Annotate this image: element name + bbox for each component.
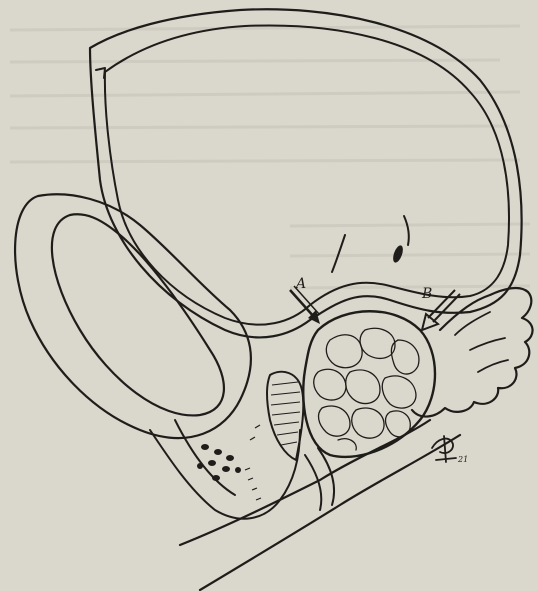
- arrow-b-label: B: [421, 286, 432, 302]
- gland-dots: [197, 444, 241, 481]
- arrow-a-label: A: [294, 276, 306, 292]
- bleed-through-text: [10, 26, 530, 288]
- artist-signature: 21: [432, 436, 468, 464]
- arrow-b: B: [421, 286, 460, 330]
- bowel-loops: [412, 288, 533, 417]
- pelvic-floor: [180, 420, 460, 590]
- signature-number: 21: [457, 455, 468, 464]
- calculus-mass: [303, 311, 435, 457]
- hatched-mass: [267, 372, 303, 460]
- trigone-line: [404, 216, 409, 245]
- ureter-line: [332, 235, 345, 272]
- pubic-bone: [15, 194, 251, 438]
